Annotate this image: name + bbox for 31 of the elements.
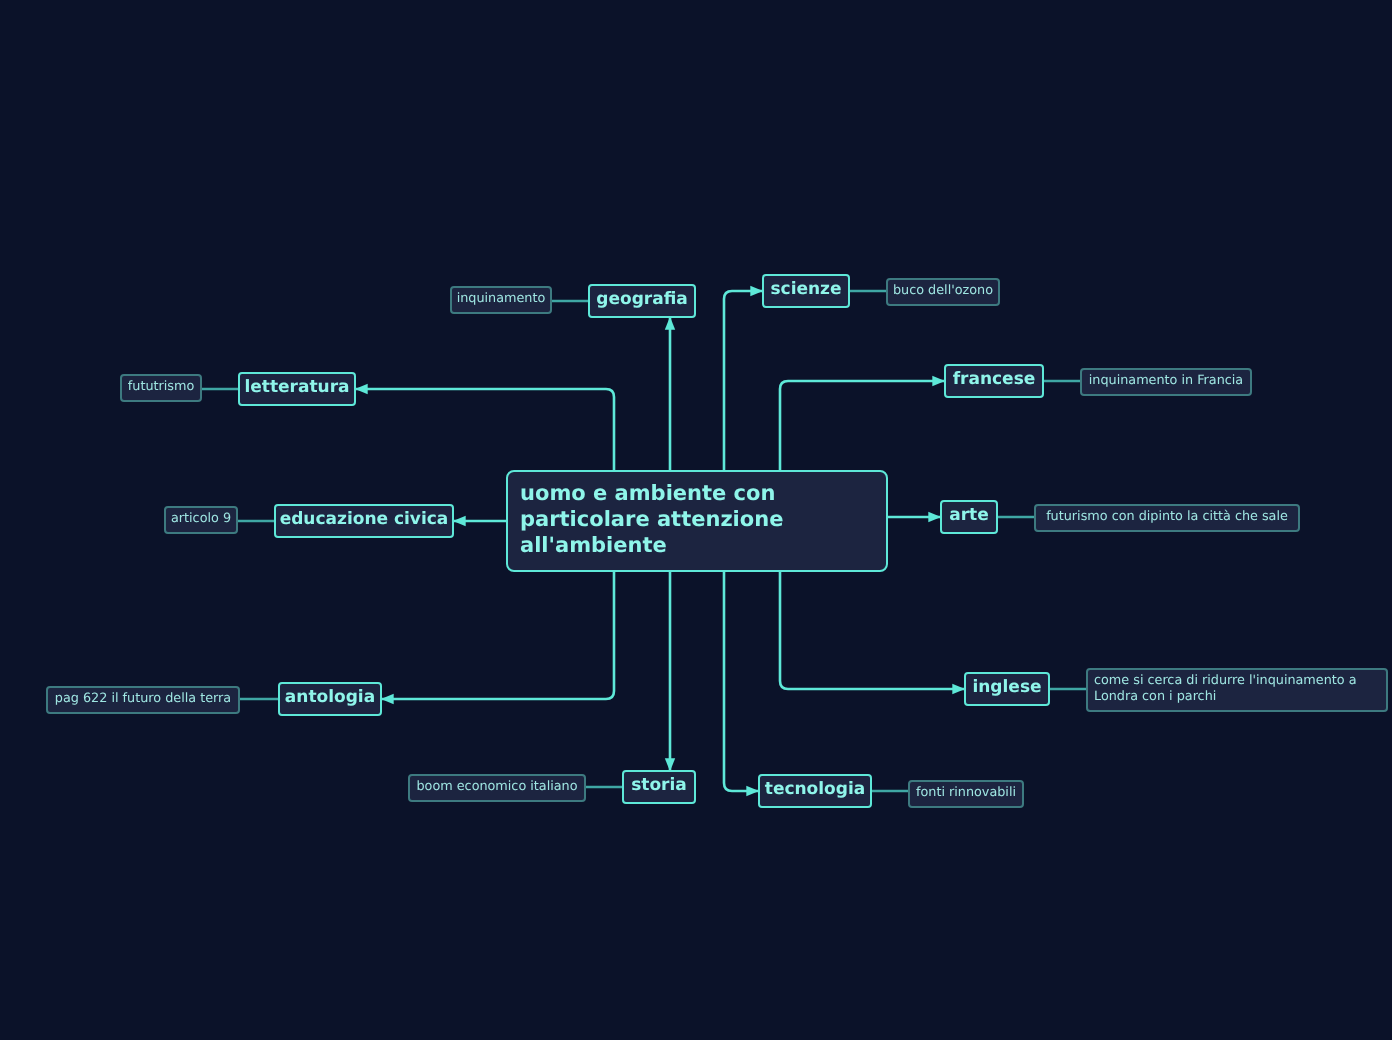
connector-line <box>552 299 588 303</box>
arrow <box>452 515 506 527</box>
connector-line <box>238 519 274 523</box>
connector-line <box>872 789 908 793</box>
arrow <box>778 572 966 695</box>
connector-line <box>1044 379 1080 383</box>
arrow <box>778 375 946 470</box>
topic-box: antologia <box>278 682 382 716</box>
topic-box: scienze <box>762 274 850 308</box>
connector-line <box>240 697 278 701</box>
arrow <box>354 383 616 470</box>
connector-line <box>202 387 238 391</box>
connector-line <box>850 289 886 293</box>
central-topic: uomo e ambiente con particolare attenzione all'ambiente <box>506 470 888 572</box>
arrow <box>722 285 764 470</box>
arrow <box>888 511 942 523</box>
topic-box: educazione civica <box>274 504 454 538</box>
topic-box: tecnologia <box>758 774 872 808</box>
topic-box: francese <box>944 364 1044 398</box>
connector-line <box>998 515 1034 519</box>
topic-box: letteratura <box>238 372 356 406</box>
connector-line <box>1050 687 1086 691</box>
topic-box: inglese <box>964 672 1050 706</box>
topic-box: geografia <box>588 284 696 318</box>
arrow <box>664 572 676 772</box>
topic-box: arte <box>940 500 998 534</box>
connector-line <box>586 785 622 789</box>
topic-box: storia <box>622 770 696 804</box>
arrow <box>380 572 616 705</box>
arrow <box>722 572 760 797</box>
arrow <box>664 316 676 470</box>
